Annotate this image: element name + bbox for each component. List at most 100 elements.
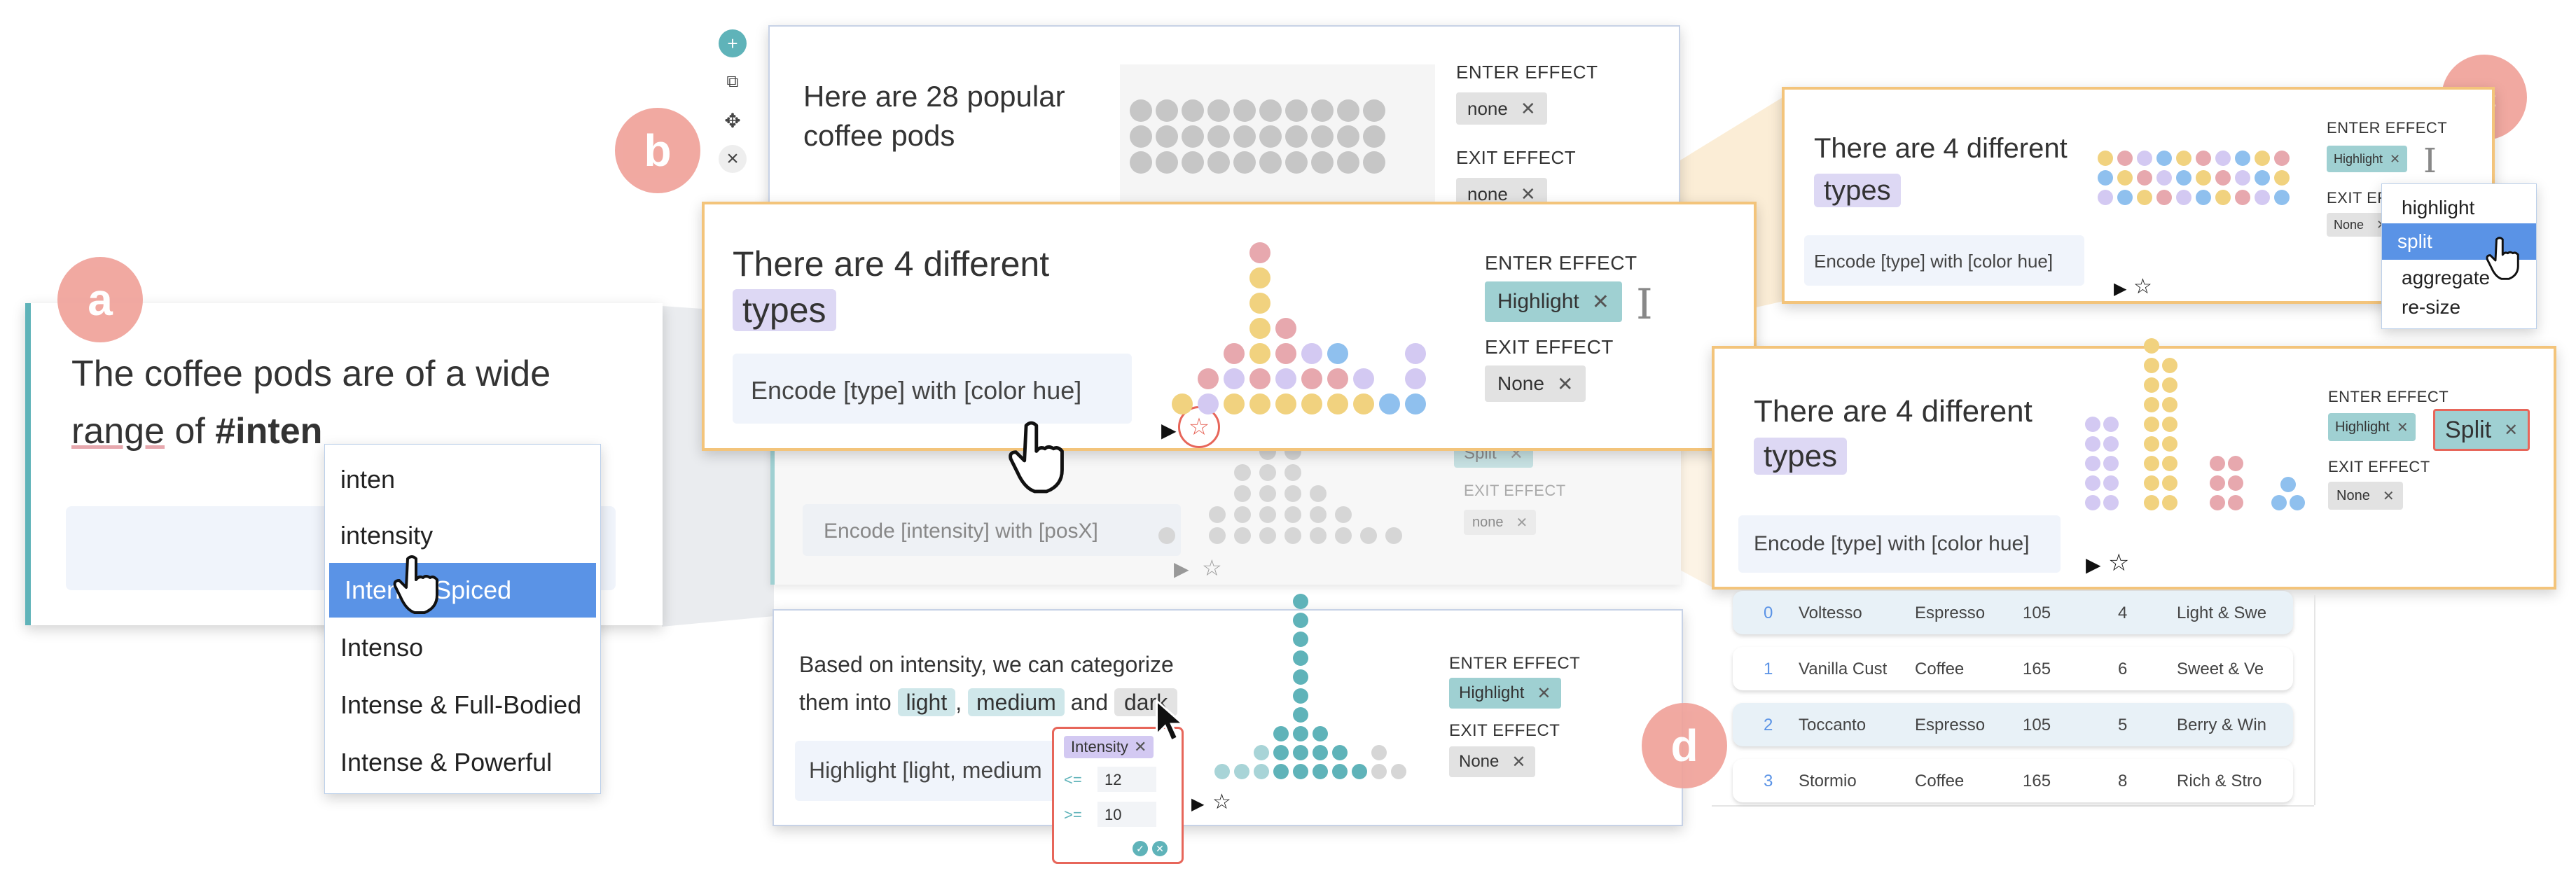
pod-dot (2162, 475, 2177, 491)
add-slide-button[interactable]: + (719, 29, 747, 57)
play-icon[interactable]: ▶ (2086, 554, 2101, 576)
close-icon[interactable]: ✕ (1511, 752, 1526, 772)
pod-dot (1352, 764, 1367, 779)
play-icon[interactable]: ▶ (1174, 558, 1189, 580)
exit-effect-chip[interactable]: None✕ (1449, 746, 1536, 777)
pod-dot (1224, 393, 1245, 414)
cancel-icon[interactable]: ✕ (1152, 841, 1168, 856)
pod-dot (2137, 190, 2152, 205)
autocomplete-option[interactable]: Intenso (340, 633, 424, 662)
pod-dot (2274, 151, 2290, 166)
effect-option[interactable]: highlight (2402, 197, 2475, 218)
autocomplete-option[interactable]: Intense & Powerful (340, 748, 553, 776)
close-icon[interactable]: ✕ (1520, 183, 1536, 204)
pod-dot (1311, 125, 1334, 148)
move-icon[interactable]: ✥ (724, 109, 741, 132)
enter-effect-chip[interactable]: Highlight✕ (1485, 281, 1622, 322)
autocomplete-option[interactable]: intensity (340, 521, 434, 550)
pod-dot (2162, 417, 2177, 432)
pod-dot (2156, 190, 2172, 205)
confirm-icon[interactable]: ✓ (1133, 841, 1148, 856)
ge-input[interactable]: 10 (1097, 802, 1156, 827)
type-tag[interactable]: types (1754, 438, 1848, 475)
panel-c2-slide[interactable]: There are 4 different types Encode [type… (1712, 338, 2556, 590)
star-record-button[interactable]: ☆ (1178, 406, 1220, 448)
hand-cursor-icon (393, 555, 438, 614)
autocomplete-option-selected[interactable]: Intense Spiced (329, 563, 596, 618)
pod-dot (2098, 190, 2113, 205)
pod-dot (1313, 764, 1328, 779)
pod-dot (2215, 190, 2231, 205)
pod-dot (1273, 726, 1289, 741)
enter-effect-chip[interactable]: none✕ (1456, 92, 1547, 125)
type-tag[interactable]: types (733, 289, 836, 331)
effect-option-selected[interactable]: split (2382, 223, 2536, 260)
exit-effect-chip[interactable]: None✕ (2328, 482, 2403, 510)
pod-dot (1327, 393, 1348, 414)
panel-c-slide[interactable]: There are 4 different types Encode [type… (1782, 87, 2495, 304)
pod-dot (1293, 632, 1308, 647)
encode-box[interactable]: Encode [type] with [color hue] (1738, 515, 2061, 573)
close-icon[interactable]: ✕ (1520, 97, 1536, 119)
slide-card-top[interactable]: Here are 28 popular coffee pods ENTER EF… (768, 25, 1680, 221)
filter-popup[interactable]: Intensity✕ <= 12 >= 10 ✓ ✕ (1052, 727, 1184, 864)
close-icon[interactable]: ✕ (1556, 372, 1574, 395)
pod-dot (1353, 368, 1374, 389)
exit-effect-chip[interactable]: None✕ (1485, 365, 1586, 402)
table-row[interactable]: 0 Voltesso Espresso 105 4 Light & Swe (1733, 591, 2293, 634)
tag-medium[interactable]: medium (968, 688, 1065, 716)
star-icon[interactable]: ☆ (1202, 555, 1222, 580)
pod-dot (2255, 170, 2270, 186)
star-icon[interactable]: ☆ (2133, 275, 2152, 298)
pod-dot (2196, 151, 2211, 166)
pod-dot (2196, 170, 2211, 186)
effect-dropdown[interactable]: highlight split aggregate re-size (2381, 183, 2537, 329)
exit-effect-chip[interactable]: none✕ (1464, 510, 1537, 535)
close-icon[interactable]: ✕ (1591, 290, 1609, 314)
encode-box[interactable]: Encode [type] with [color hue] (733, 354, 1132, 424)
pod-dot (2271, 495, 2287, 510)
enter-effect-chip[interactable]: Highlight✕ (2327, 146, 2408, 172)
star-icon[interactable]: ☆ (2108, 550, 2130, 576)
duplicate-icon[interactable]: ⧉ (726, 72, 739, 91)
pod-dot (1405, 343, 1426, 364)
close-icon[interactable]: ✕ (1537, 683, 1551, 703)
tag-light[interactable]: light (897, 688, 956, 716)
le-input[interactable]: 12 (1097, 767, 1156, 792)
table-row[interactable]: 1 Vanilla Cust Coffee 165 6 Sweet & Ve (1733, 647, 2293, 690)
table-row[interactable]: 2 Toccanto Espresso 105 5 Berry & Win (1733, 703, 2293, 746)
pod-dot (1405, 368, 1426, 389)
play-icon[interactable]: ▶ (2114, 279, 2127, 298)
arrow-cursor-icon (1156, 699, 1186, 743)
star-icon[interactable]: ☆ (1212, 790, 1231, 814)
play-icon[interactable]: ▶ (1191, 795, 1205, 814)
text-cursor-icon: I (2423, 141, 2437, 181)
enter-effect-chip[interactable]: Highlight✕ (1449, 678, 1561, 709)
pod-dot (2162, 456, 2177, 471)
effect-option[interactable]: re-size (2402, 296, 2461, 318)
slide-card-bottom[interactable]: Based on intensity, we can categorize th… (773, 594, 1683, 826)
play-icon[interactable]: ▶ (1161, 419, 1177, 441)
intensity-chip[interactable]: Intensity✕ (1064, 736, 1154, 758)
slide-card-main[interactable]: There are 4 different types Encode [type… (702, 202, 1757, 451)
pod-dot (2117, 190, 2133, 205)
effect-option[interactable]: aggregate (2402, 267, 2491, 288)
pod-dot (2235, 170, 2250, 186)
editor-text[interactable]: The coffee pods are of a wide range of #… (71, 354, 551, 452)
autocomplete-option[interactable]: inten (340, 465, 396, 494)
encode-box[interactable]: Encode [intensity] with [posX] (803, 504, 1181, 556)
autocomplete-dropdown[interactable]: inten intensity Intense Spiced Intenso I… (324, 444, 601, 794)
close-slide-button[interactable]: × (719, 145, 747, 173)
pod-dot (1214, 764, 1230, 779)
hand-cursor-icon (1009, 421, 1064, 494)
split-chip[interactable]: Split✕ (2433, 409, 2530, 451)
type-tag[interactable]: types (1814, 174, 1901, 207)
encode-box[interactable]: Highlight [light, medium (795, 741, 1075, 801)
pod-dot (1313, 745, 1328, 760)
autocomplete-option[interactable]: Intense & Full-Bodied (340, 690, 582, 719)
encode-box[interactable]: Encode [type] with [color hue] (1804, 235, 2084, 286)
table-row[interactable]: 3 Stormio Coffee 165 8 Rich & Stro (1733, 759, 2293, 802)
pod-dot (2215, 170, 2231, 186)
enter-effect-chip[interactable]: Highlight✕ (2328, 413, 2416, 441)
pod-dot (1327, 368, 1348, 389)
